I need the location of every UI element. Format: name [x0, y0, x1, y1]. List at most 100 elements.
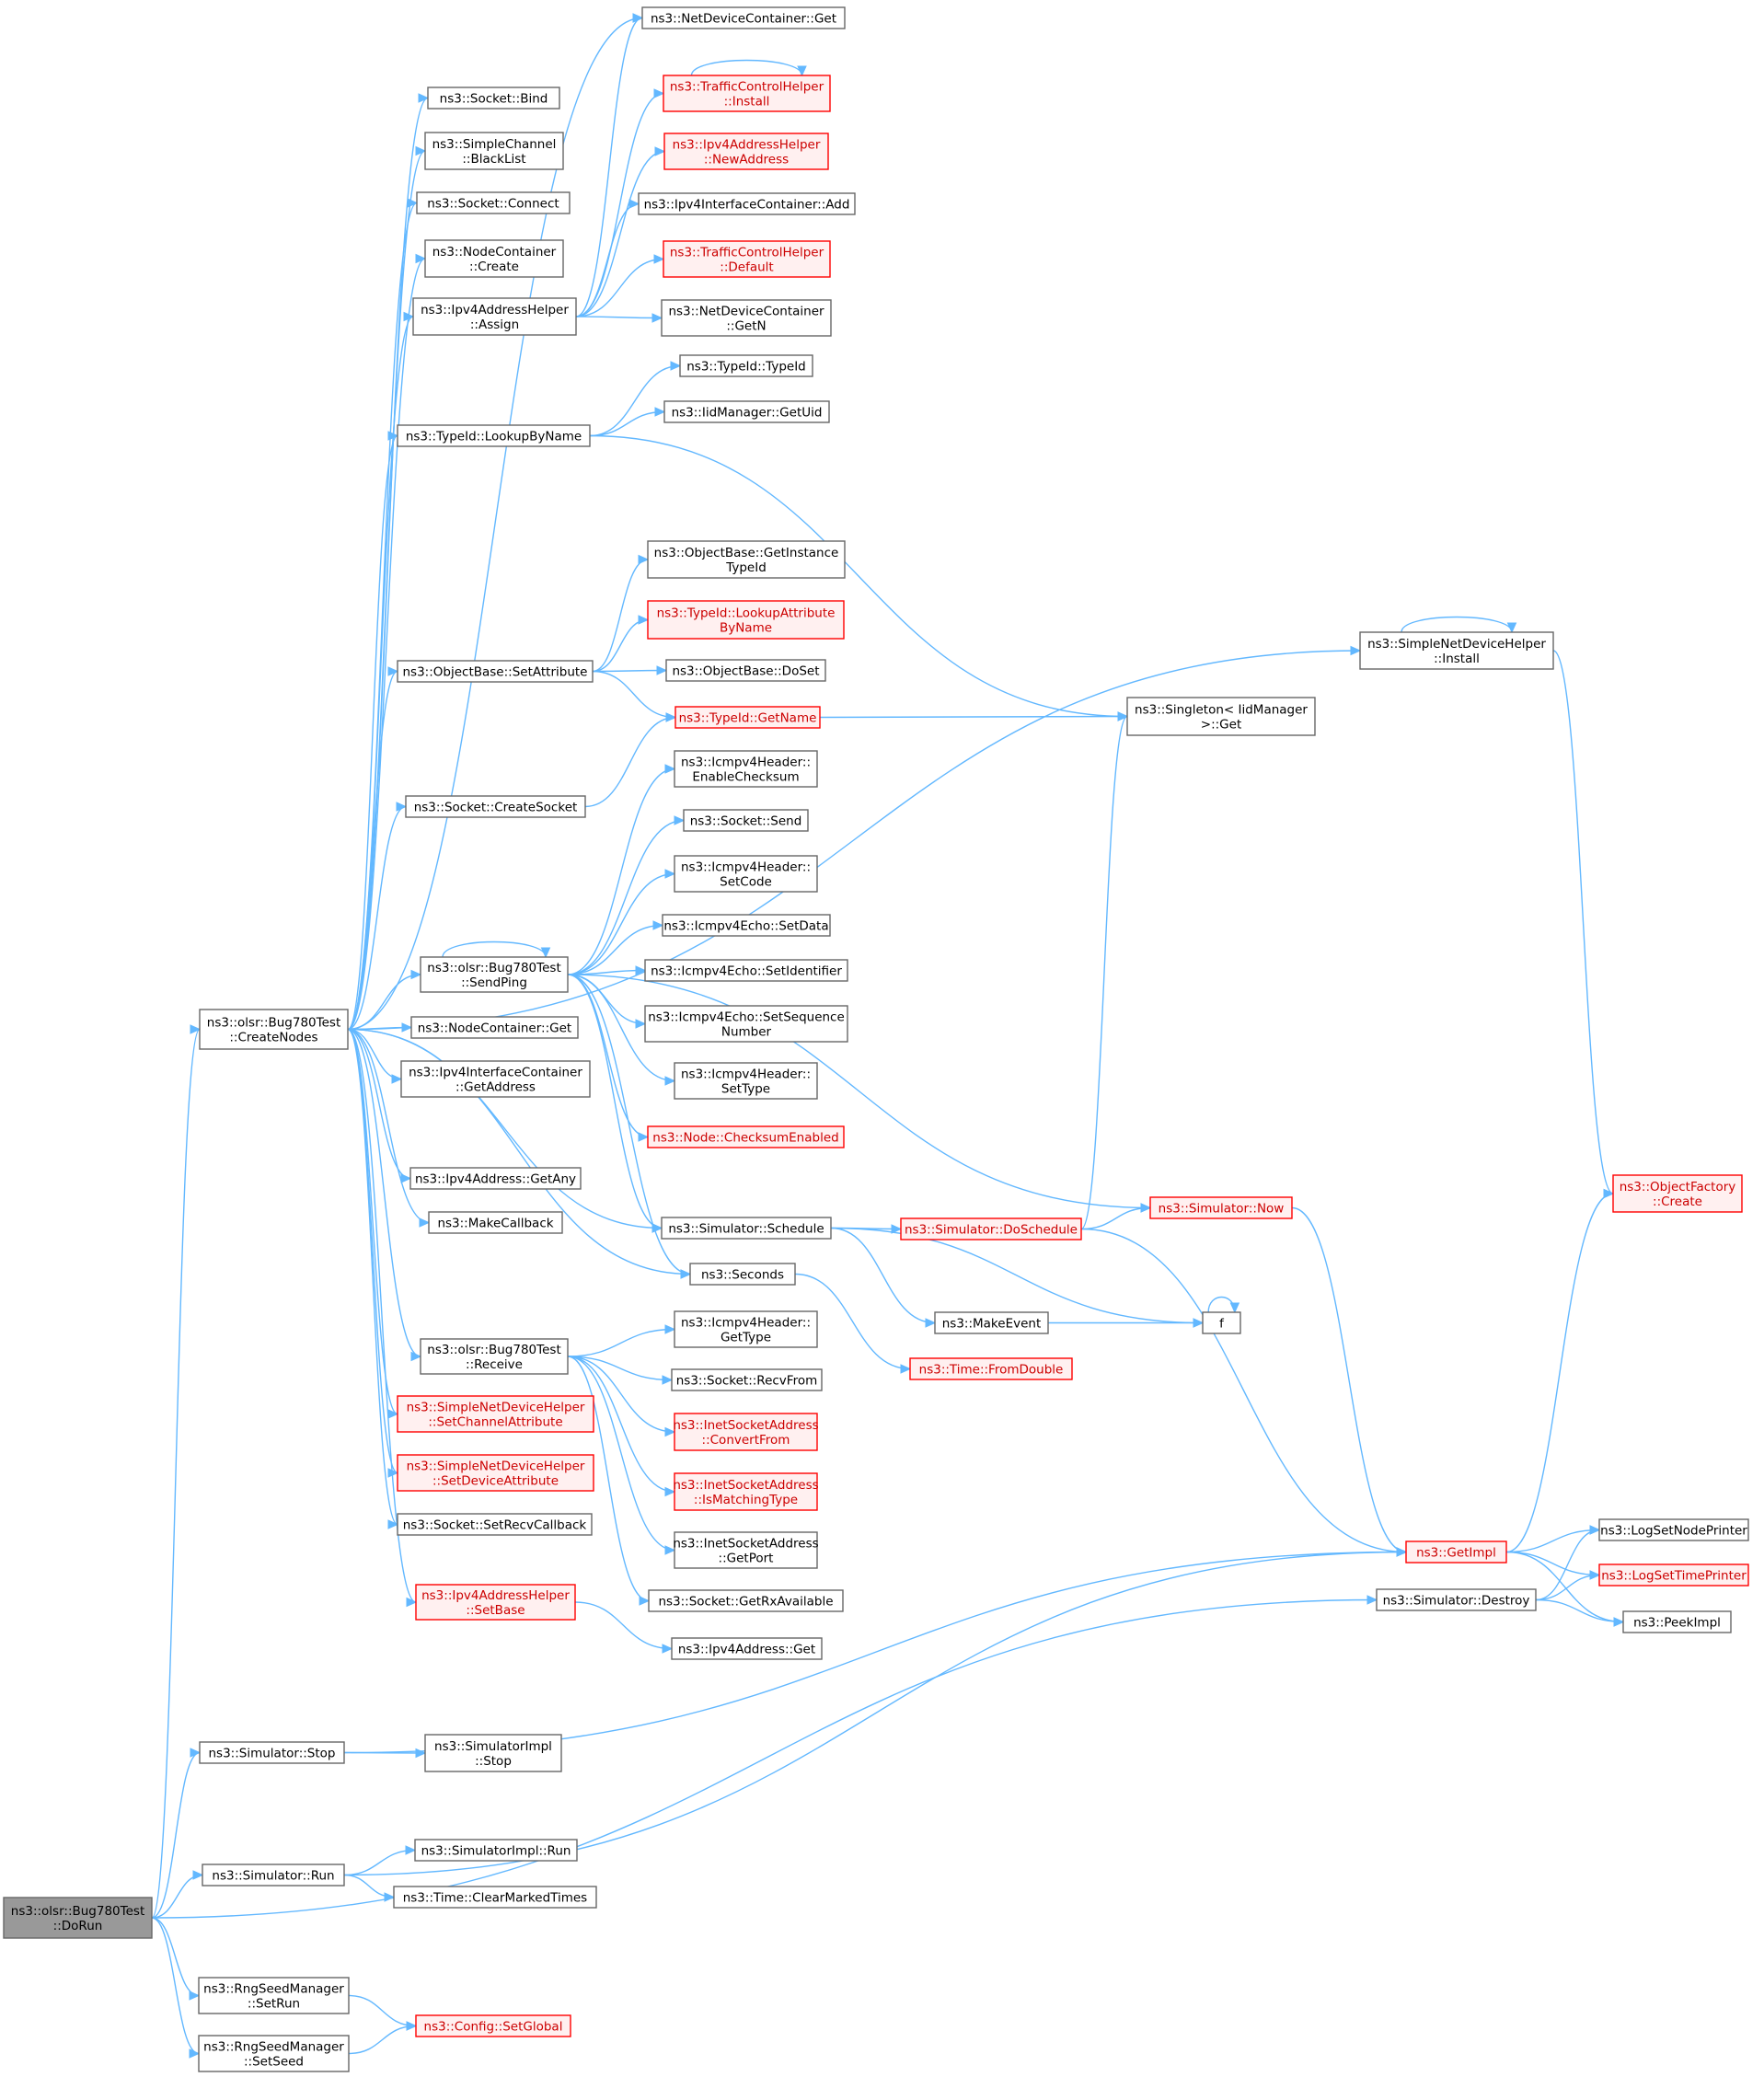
- node-make-callback[interactable]: ns3::MakeCallback: [428, 1211, 563, 1234]
- edge-sim-now-to-get-impl-arrow: [1396, 1547, 1408, 1557]
- node-get-impl[interactable]: ns3::GetImpl: [1405, 1540, 1507, 1564]
- node-get-port[interactable]: ns3::InetSocketAddress::GetPort: [673, 1531, 819, 1569]
- node-do-set[interactable]: ns3::ObjectBase::DoSet: [665, 659, 826, 682]
- edge-send-ping-to-seconds-arrow: [680, 1269, 692, 1279]
- node-get-any[interactable]: ns3::Ipv4Address::GetAny: [409, 1167, 582, 1190]
- node-ndcget-n[interactable]: ns3::NetDeviceContainer::GetN: [661, 299, 832, 337]
- node-sim-impl-stop[interactable]: ns3::SimulatorImpl::Stop: [424, 1734, 562, 1772]
- node-enable-checksum[interactable]: ns3::Icmpv4Header::EnableChecksum: [674, 750, 818, 788]
- node-label: ns3::RngSeedManager: [203, 1982, 344, 1997]
- node-set-seed[interactable]: ns3::RngSeedManager::SetSeed: [198, 2035, 350, 2072]
- node-set-chan-attr[interactable]: ns3::SimpleNetDeviceHelper::SetChannelAt…: [397, 1395, 594, 1433]
- node-lookup-by-name[interactable]: ns3::TypeId::LookupByName: [397, 424, 591, 447]
- node-receive[interactable]: ns3::olsr::Bug780Test::Receive: [420, 1338, 569, 1375]
- node-set-identifier[interactable]: ns3::Icmpv4Echo::SetIdentifier: [644, 959, 848, 982]
- node-iicget-addr[interactable]: ns3::Ipv4InterfaceContainer::GetAddress: [400, 1060, 591, 1098]
- edge-get-impl-to-ofcreate: [1505, 1193, 1614, 1553]
- node-send-ping[interactable]: ns3::olsr::Bug780Test::SendPing: [420, 956, 569, 993]
- node-black-list[interactable]: ns3::SimpleChannel::BlackList: [424, 132, 564, 170]
- node-box: [397, 660, 594, 683]
- node-is-matching-type[interactable]: ns3::InetSocketAddress::IsMatchingType: [673, 1472, 819, 1511]
- node-sim-run[interactable]: ns3::Simulator::Run: [202, 1864, 345, 1887]
- node-peek-impl[interactable]: ns3::PeekImpl: [1622, 1610, 1732, 1633]
- edge-send-ping-to-enable-checksum: [567, 767, 675, 975]
- edge-create-nodes-to-get-any-arrow: [400, 1173, 412, 1183]
- node-sim-now[interactable]: ns3::Simulator::Now: [1149, 1196, 1293, 1219]
- node-type-id-get-name[interactable]: ns3::TypeId::GetName: [674, 706, 821, 729]
- node-icmp-get-type[interactable]: ns3::Icmpv4Header::GetType: [674, 1310, 818, 1348]
- node-set-dev-attr[interactable]: ns3::SimpleNetDeviceHelper::SetDeviceAtt…: [397, 1454, 594, 1492]
- node-iicadd[interactable]: ns3::Ipv4InterfaceContainer::Add: [638, 192, 856, 215]
- node-log-set-node-printer[interactable]: ns3::LogSetNodePrinter: [1598, 1518, 1749, 1541]
- edge-schedule-to-make-event: [830, 1227, 936, 1324]
- node-box: [665, 659, 826, 682]
- node-ofcreate[interactable]: ns3::ObjectFactory::Create: [1612, 1174, 1743, 1213]
- node-type-id-type-id[interactable]: ns3::TypeId::TypeId: [679, 354, 813, 377]
- node-sock-connect[interactable]: ns3::Socket::Connect: [416, 191, 571, 214]
- edge-do-run-to-sim-stop-arrow: [190, 1748, 202, 1758]
- node-convert-from[interactable]: ns3::InetSocketAddress::ConvertFrom: [673, 1413, 819, 1451]
- node-do-schedule[interactable]: ns3::Simulator::DoSchedule: [900, 1217, 1082, 1240]
- node-tchinstall[interactable]: ns3::TrafficControlHelper::Install: [663, 75, 831, 112]
- node-sock-send[interactable]: ns3::Socket::Send: [683, 809, 809, 832]
- node-set-attribute[interactable]: ns3::ObjectBase::SetAttribute: [397, 660, 594, 683]
- node-f[interactable]: f: [1202, 1311, 1241, 1334]
- node-get-rx-avail[interactable]: ns3::Socket::GetRxAvailable: [648, 1589, 844, 1612]
- node-set-base[interactable]: ns3::Ipv4AddressHelper::SetBase: [415, 1584, 576, 1621]
- node-clear-marked[interactable]: ns3::Time::ClearMarkedTimes: [393, 1886, 597, 1909]
- node-box: [674, 855, 818, 893]
- node-new-address[interactable]: ns3::Ipv4AddressHelper::NewAddress: [663, 133, 829, 170]
- node-box: [661, 1217, 832, 1240]
- node-label: ns3::RngSeedManager: [203, 2040, 344, 2055]
- node-log-set-time-printer[interactable]: ns3::LogSetTimePrinter: [1598, 1564, 1749, 1587]
- node-label: ns3::Socket::CreateSocket: [414, 801, 578, 815]
- node-set-global[interactable]: ns3::Config::SetGlobal: [415, 2014, 571, 2037]
- node-ncget[interactable]: ns3::NodeContainer::Get: [410, 1016, 579, 1039]
- node-set-run[interactable]: ns3::RngSeedManager::SetRun: [198, 1977, 350, 2014]
- node-do-run[interactable]: ns3::olsr::Bug780Test::DoRun: [3, 1897, 153, 1939]
- node-set-type[interactable]: ns3::Icmpv4Header::SetType: [674, 1062, 818, 1100]
- node-label: ns3::TrafficControlHelper: [670, 80, 824, 95]
- node-make-event[interactable]: ns3::MakeEvent: [934, 1311, 1049, 1334]
- edge-set-attribute-to-get-inst-type-id-arrow: [638, 554, 650, 565]
- node-create-nodes[interactable]: ns3::olsr::Bug780Test::CreateNodes: [199, 1009, 349, 1050]
- edge-do-run-to-sim-stop: [151, 1751, 201, 1919]
- node-tchdefault[interactable]: ns3::TrafficControlHelper::Default: [663, 240, 831, 278]
- edge-do-schedule-to-singleton-get: [1080, 715, 1128, 1230]
- node-label: ns3::ObjectBase::DoSet: [672, 664, 819, 679]
- node-seconds[interactable]: ns3::Seconds: [689, 1263, 796, 1286]
- edge-receive-to-get-rx-avail: [567, 1356, 650, 1602]
- node-set-code[interactable]: ns3::Icmpv4Header::SetCode: [674, 855, 818, 893]
- node-sim-destroy[interactable]: ns3::Simulator::Destroy: [1376, 1588, 1537, 1611]
- node-sim-impl-run[interactable]: ns3::SimulatorImpl::Run: [414, 1839, 578, 1862]
- edge-get-impl-to-log-set-time-printer: [1505, 1551, 1600, 1576]
- node-assign[interactable]: ns3::Ipv4AddressHelper::Assign: [412, 297, 577, 336]
- node-checksum-enabled[interactable]: ns3::Node::ChecksumEnabled: [647, 1125, 845, 1148]
- node-create-socket[interactable]: ns3::Socket::CreateSocket: [405, 795, 586, 818]
- node-get-uid[interactable]: ns3::IidManager::GetUid: [663, 400, 830, 423]
- node-label: ns3::Socket::GetRxAvailable: [658, 1595, 833, 1610]
- node-sock-bind[interactable]: ns3::Socket::Bind: [427, 87, 560, 110]
- node-label: ns3::Time::FromDouble: [919, 1363, 1064, 1378]
- node-box: [3, 1897, 153, 1939]
- node-ipv4-addr-get[interactable]: ns3::Ipv4Address::Get: [671, 1637, 823, 1660]
- node-sim-stop[interactable]: ns3::Simulator::Stop: [199, 1741, 345, 1764]
- node-schedule[interactable]: ns3::Simulator::Schedule: [661, 1217, 832, 1240]
- node-label: TypeId: [725, 560, 767, 575]
- node-nccreate[interactable]: ns3::NodeContainer::Create: [424, 239, 564, 278]
- node-singleton-get[interactable]: ns3::Singleton< IidManager>::Get: [1126, 697, 1316, 736]
- node-recv-from[interactable]: ns3::Socket::RecvFrom: [671, 1368, 823, 1391]
- node-box: [397, 424, 591, 447]
- node-ndcget[interactable]: ns3::NetDeviceContainer::Get: [641, 6, 846, 29]
- node-sndhinstall[interactable]: ns3::SimpleNetDeviceHelper::Install: [1359, 631, 1554, 670]
- edge-lookup-by-name-to-type-id-type-id: [589, 364, 681, 437]
- edge-get-impl-to-log-set-node-printer: [1505, 1529, 1600, 1553]
- node-box: [644, 959, 848, 982]
- node-set-recv-cb[interactable]: ns3::Socket::SetRecvCallback: [397, 1513, 593, 1536]
- node-from-double[interactable]: ns3::Time::FromDouble: [909, 1357, 1073, 1380]
- node-set-data[interactable]: ns3::Icmpv4Echo::SetData: [662, 914, 831, 937]
- node-box: [671, 1368, 823, 1391]
